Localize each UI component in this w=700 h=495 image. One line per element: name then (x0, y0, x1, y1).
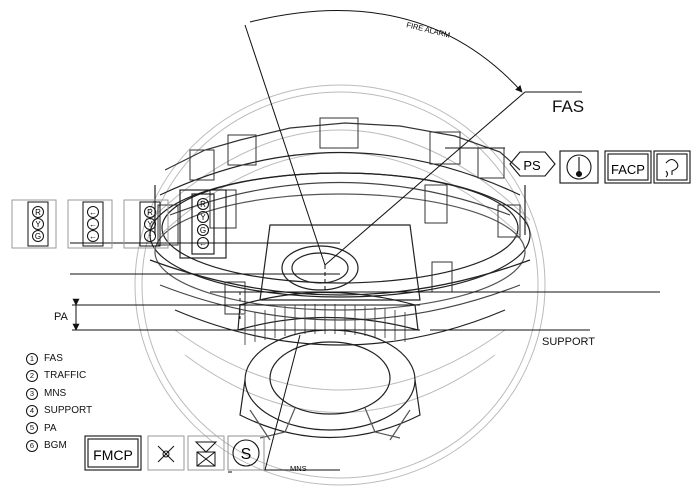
legend: 1 FAS 2 TRAFFIC 3 MNS 4 SUPPORT 5 PA 6 BGM (26, 350, 92, 454)
signal-ryu-y: Y (147, 220, 153, 229)
signal-arrow-3: ← (89, 232, 97, 241)
ps-symbol-text: PS (523, 158, 541, 173)
leader-lines (70, 10, 660, 473)
signal-rygl-g: G (200, 226, 206, 235)
detector-symbol (147, 435, 185, 471)
signal-rygl-left: ← (199, 239, 207, 248)
signal-ryg-r: R (35, 208, 41, 217)
signal-ryg-y: Y (35, 220, 41, 229)
legend-text: MNS (44, 387, 67, 399)
signal-rygl-r: R (200, 200, 206, 209)
signal-ryg-g: G (35, 232, 41, 241)
speaker-symbol (653, 150, 691, 184)
mns-label: MNS (290, 464, 307, 473)
legend-number: 3 (26, 387, 38, 400)
dome-ring-frame (149, 122, 531, 346)
legend-item: 2 TRAFFIC (26, 367, 92, 384)
dome-outer-shell (134, 84, 546, 486)
ps-symbol (509, 151, 556, 177)
signal-arrows (67, 199, 113, 249)
legend-item: 3 MNS (26, 385, 92, 402)
signal-rygl-y: Y (200, 213, 206, 222)
legend-number: 4 (26, 404, 38, 417)
signal-arrow-2: ← (89, 220, 97, 229)
legend-number: 2 (26, 370, 38, 383)
signal-ryu (123, 199, 169, 249)
legend-number: 5 (26, 422, 38, 435)
legend-text: TRAFFIC (44, 370, 87, 382)
facp-symbol-text: FACP (611, 162, 645, 177)
camera-body (237, 224, 421, 441)
legend-number: 6 (26, 439, 38, 452)
legend-item: 5 PA (26, 420, 92, 437)
pa-label: PA (54, 311, 68, 323)
signal-ryu-r: R (147, 208, 153, 217)
legend-text: FAS (44, 353, 63, 364)
fmcp-symbol-text: FMCP (93, 447, 133, 463)
legend-item: 4 SUPPORT (26, 402, 92, 419)
s-symbol (227, 435, 265, 471)
legend-item: 1 FAS (26, 350, 92, 367)
valve-symbol (187, 435, 225, 471)
support-label: SUPPORT (542, 336, 595, 348)
signal-ryu-up: ↑ (148, 232, 152, 241)
signal-ryg (11, 199, 57, 249)
fas-label: FAS (552, 97, 585, 116)
dome-tabs (157, 117, 521, 315)
fire-alarm-label: FIRE ALARM (406, 20, 451, 40)
legend-text: BGM (44, 440, 67, 452)
legend-item: 6 BGM (26, 437, 92, 454)
thermometer-symbol (559, 150, 599, 184)
facp-symbol (604, 150, 652, 184)
signal-arrow-1: ← (89, 208, 97, 217)
legend-number: 1 (26, 352, 38, 365)
fmcp-symbol (84, 435, 142, 471)
legend-text: SUPPORT (44, 405, 93, 417)
legend-text: PA (44, 422, 57, 434)
s-symbol-text: S (241, 446, 252, 463)
signal-rygl (179, 189, 227, 259)
